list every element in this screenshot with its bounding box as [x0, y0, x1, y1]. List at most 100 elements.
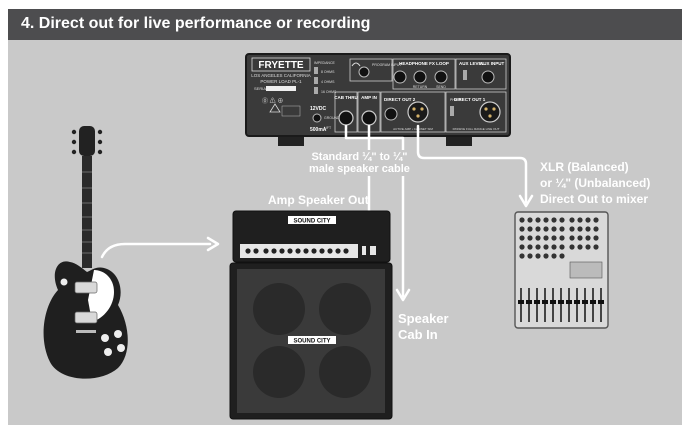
amp-knob[interactable]: [263, 248, 269, 254]
mixer-knob[interactable]: [543, 226, 549, 232]
mixer-knob[interactable]: [527, 226, 533, 232]
tone-knob[interactable]: [117, 344, 125, 352]
amp-switch[interactable]: [362, 246, 366, 255]
amp-knob[interactable]: [303, 248, 309, 254]
mixer-knob[interactable]: [569, 226, 575, 232]
mixer-knob[interactable]: [519, 235, 525, 241]
mixer-knob[interactable]: [519, 253, 525, 259]
pickup-selector[interactable]: [60, 278, 68, 286]
mixer-knob[interactable]: [593, 244, 599, 250]
mixer-knob[interactable]: [535, 217, 541, 223]
direct-out-2-jack[interactable]: [384, 107, 398, 121]
volume-knob[interactable]: [101, 334, 109, 342]
amp-power-switch[interactable]: [370, 246, 376, 255]
fx-knob[interactable]: [393, 70, 407, 84]
mixer-knob[interactable]: [577, 226, 583, 232]
amp-knob[interactable]: [335, 248, 341, 254]
amp-head: SOUND CITY: [232, 210, 391, 263]
direct-out-1-xlr[interactable]: [479, 101, 501, 123]
mixer-knob[interactable]: [559, 244, 565, 250]
fx-return-jack[interactable]: [413, 70, 427, 84]
mixer-knob[interactable]: [527, 235, 533, 241]
mixer-knob[interactable]: [559, 226, 565, 232]
mixer-knob[interactable]: [543, 253, 549, 259]
mixer-knob[interactable]: [569, 217, 575, 223]
mixer-fader[interactable]: [542, 300, 548, 304]
amp-jack[interactable]: [245, 248, 251, 254]
amp-knob[interactable]: [343, 248, 349, 254]
mixer-knob[interactable]: [551, 217, 557, 223]
mixer-knob[interactable]: [527, 244, 533, 250]
mixer-knob[interactable]: [543, 235, 549, 241]
mixer-knob[interactable]: [559, 235, 565, 241]
amp-knob[interactable]: [295, 248, 301, 254]
mixer-knob[interactable]: [577, 244, 583, 250]
mixer-fader[interactable]: [558, 300, 564, 304]
mixer-knob[interactable]: [527, 253, 533, 259]
mixer-fader-track: [576, 288, 578, 322]
mixer-knob[interactable]: [543, 217, 549, 223]
amp-knob[interactable]: [327, 248, 333, 254]
headphone-jack[interactable]: [358, 66, 370, 78]
mixer-knob[interactable]: [551, 235, 557, 241]
amp-knob[interactable]: [311, 248, 317, 254]
mixer-knob[interactable]: [519, 226, 525, 232]
mixer-fader[interactable]: [590, 300, 596, 304]
aux-input-jack[interactable]: [481, 70, 495, 84]
amp-knob[interactable]: [271, 248, 277, 254]
amp-jack[interactable]: [253, 248, 259, 254]
mixer-fader[interactable]: [566, 300, 572, 304]
mixer-knob[interactable]: [535, 244, 541, 250]
mixer-knob[interactable]: [559, 253, 565, 259]
mixer-knob[interactable]: [519, 217, 525, 223]
mixer-knob[interactable]: [577, 217, 583, 223]
mixer-knob[interactable]: [593, 226, 599, 232]
mixer-fader[interactable]: [582, 300, 588, 304]
amp-in-jack[interactable]: [361, 110, 377, 126]
mixer-knob[interactable]: [519, 244, 525, 250]
tone-knob[interactable]: [114, 330, 122, 338]
aux-level-switch[interactable]: [463, 70, 467, 80]
mixer-fader[interactable]: [574, 300, 580, 304]
mixer-knob[interactable]: [585, 235, 591, 241]
mixer-knob[interactable]: [527, 217, 533, 223]
mixer-knob[interactable]: [593, 235, 599, 241]
power-jack[interactable]: [312, 113, 322, 123]
amp-knob[interactable]: [279, 248, 285, 254]
aux-level-label: AUX LEVEL: [459, 61, 485, 66]
imp-switch-1[interactable]: [314, 67, 318, 74]
cab-thru-jack[interactable]: [338, 110, 354, 126]
unit-brand: FRYETTE: [258, 60, 304, 71]
amp-knob[interactable]: [319, 248, 325, 254]
mixer-knob[interactable]: [585, 217, 591, 223]
mixer-fader[interactable]: [518, 300, 524, 304]
mixer-knob[interactable]: [535, 226, 541, 232]
imp-switch-2[interactable]: [314, 77, 318, 84]
mixer-knob[interactable]: [551, 226, 557, 232]
mixer-fader[interactable]: [550, 300, 556, 304]
mixer-knob[interactable]: [535, 235, 541, 241]
mixer-fader[interactable]: [534, 300, 540, 304]
mixer-knob[interactable]: [551, 244, 557, 250]
mixer-knob[interactable]: [585, 226, 591, 232]
mixer-knob[interactable]: [585, 244, 591, 250]
fx-send-jack[interactable]: [434, 70, 448, 84]
direct-out-2-xlr[interactable]: [407, 101, 429, 123]
mixer-fader[interactable]: [598, 300, 604, 304]
xlr-pin: [492, 107, 496, 111]
amp-knob[interactable]: [287, 248, 293, 254]
phase-switch[interactable]: [450, 106, 454, 116]
volume-knob[interactable]: [104, 348, 112, 356]
mixer-knob[interactable]: [577, 235, 583, 241]
mixer-knob[interactable]: [535, 253, 541, 259]
mixer-knob[interactable]: [569, 244, 575, 250]
mixer-knob[interactable]: [593, 217, 599, 223]
mixer-fader-track: [536, 288, 538, 322]
mixer-knob[interactable]: [569, 235, 575, 241]
mixer-knob[interactable]: [543, 244, 549, 250]
mixer-knob[interactable]: [559, 217, 565, 223]
mixer-knob[interactable]: [551, 253, 557, 259]
mixer-fader[interactable]: [526, 300, 532, 304]
imp-switch-3[interactable]: [314, 87, 318, 94]
aux-box: [455, 58, 507, 90]
